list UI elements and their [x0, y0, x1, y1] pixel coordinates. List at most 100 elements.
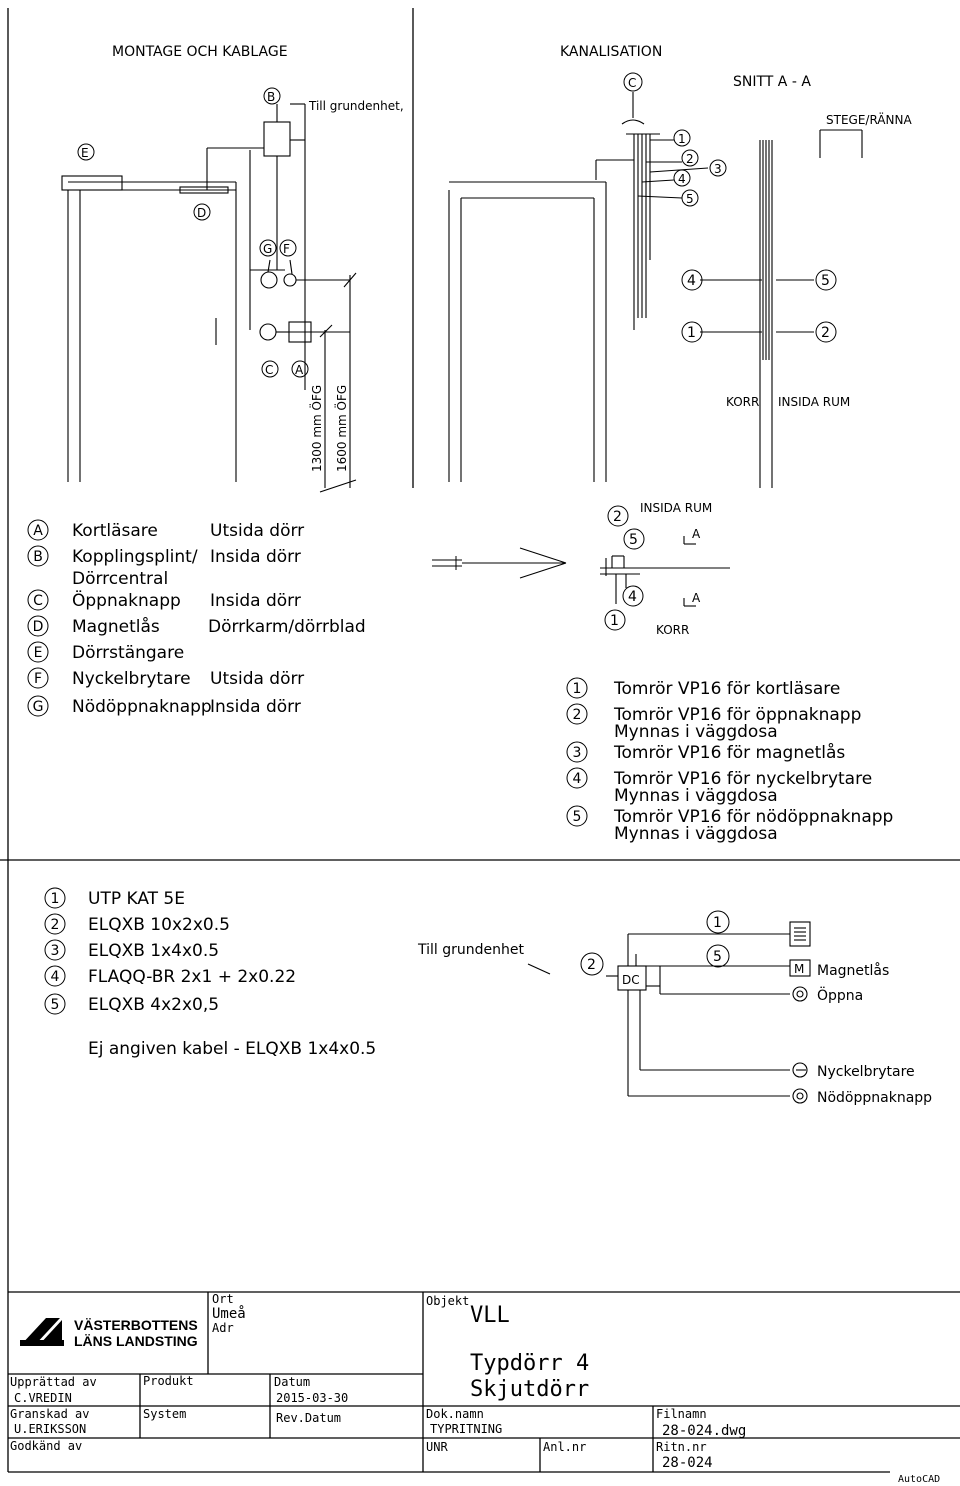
height-1600: 1600 mm ÖFG — [333, 385, 349, 472]
cable-text: UTP KAT 5E — [88, 889, 185, 909]
tag-c: C — [261, 360, 279, 378]
tube-text: Tomrör VP16 för kortläsare — [613, 679, 840, 699]
datum-value: 2015-03-30 — [276, 1391, 348, 1405]
cable-text: FLAQQ-BR 2x1 + 2x0.22 — [88, 967, 296, 987]
ort-label: Ort — [212, 1292, 234, 1306]
height-1300: 1300 mm ÖFG — [308, 385, 324, 472]
component-tag-text: D — [33, 619, 44, 635]
wiring-oppna: Öppna — [817, 986, 863, 1004]
svg-text:G: G — [263, 242, 272, 256]
component-name: Nyckelbrytare — [72, 669, 191, 689]
tube-number: 1 — [566, 677, 588, 699]
magnet-m: M — [794, 962, 804, 976]
svg-text:1: 1 — [610, 613, 619, 629]
wiring-labels: Till grundenhet 2 1 5 DC M Magnetlås Öpp… — [417, 910, 932, 1106]
component-place: Insida dörr — [210, 547, 301, 567]
montage-heading: MONTAGE OCH KABLAGE — [112, 44, 288, 60]
component-tag: B — [27, 545, 49, 567]
tube-number-text: 1 — [573, 681, 582, 697]
kanal-tube-2: 2 — [681, 149, 699, 167]
svg-text:5: 5 — [629, 532, 638, 548]
component-tag: C — [27, 589, 49, 611]
tag-g: G — [259, 239, 277, 257]
org-name-1: VÄSTERBOTTENS — [74, 1317, 198, 1333]
org-logo — [20, 1318, 64, 1346]
stege-label: STEGE/RÄNNA — [826, 112, 912, 127]
kanalisation-tags: C SNITT A - A STEGE/RÄNNA 1 2 3 4 5 4 5 … — [623, 72, 912, 409]
cable-number-text: 5 — [51, 997, 60, 1013]
cable-number-text: 3 — [51, 943, 60, 959]
wiring-cable-5: 5 — [706, 944, 730, 968]
section-tube-5: 5 — [815, 269, 837, 291]
section-insida-rum: INSIDA RUM — [778, 395, 850, 409]
svg-text:4: 4 — [687, 273, 696, 289]
cable-number: 1 — [44, 887, 66, 909]
kanalisation-elevation — [448, 92, 863, 488]
svg-text:3: 3 — [714, 162, 722, 176]
revdatum-label: Rev.Datum — [276, 1411, 341, 1425]
doknamn-value: TYPRITNING — [430, 1422, 502, 1436]
plan-view-labels: INSIDA RUM 2 5 4 1 A A KORR — [604, 501, 712, 637]
datum-label: Datum — [274, 1375, 310, 1389]
objekt-label: Objekt — [426, 1294, 469, 1308]
plan-view — [600, 536, 730, 607]
tube-number: 3 — [566, 741, 588, 763]
autocad-label: AutoCAD — [898, 1474, 940, 1485]
filnamn-value: 28-024.dwg — [662, 1423, 746, 1439]
tube-row: 3 Tomrör VP16 för magnetlås — [566, 741, 845, 763]
svg-text:4: 4 — [678, 172, 686, 186]
plan-insida-rum: INSIDA RUM — [640, 501, 712, 515]
wiring-nodoppnaknapp: Nödöppnaknapp — [817, 1090, 932, 1106]
granskad-value: U.ERIKSSON — [14, 1422, 86, 1436]
ritnr-label: Ritn.nr — [656, 1440, 707, 1454]
svg-text:2: 2 — [686, 152, 694, 166]
component-tag: A — [27, 519, 49, 541]
filnamn-label: Filnamn — [656, 1407, 707, 1421]
section-tube-2: 2 — [815, 321, 837, 343]
component-tag-text: B — [33, 549, 43, 565]
tube-number: 5 — [566, 805, 588, 827]
adr-label: Adr — [212, 1321, 234, 1335]
objekt-value: VLL — [470, 1303, 510, 1328]
tube-text: Tomrör VP16 för magnetlås — [613, 742, 845, 763]
kanal-tag-c: C — [623, 72, 643, 92]
svg-text:2: 2 — [613, 509, 622, 525]
sheet-frame — [0, 8, 960, 1472]
component-tag: D — [27, 615, 49, 637]
kanal-tube-1: 1 — [673, 129, 691, 147]
component-name: Magnetlås — [72, 616, 160, 637]
godkand-label: Godkänd av — [10, 1439, 82, 1453]
cable-text: ELQXB 10x2x0.5 — [88, 915, 230, 935]
tube-number: 4 — [566, 767, 588, 789]
tag-f: F — [279, 239, 297, 257]
plan-a-bottom: A — [692, 591, 701, 605]
plan-tube-4: 4 — [622, 585, 644, 607]
component-name: Öppnaknapp — [72, 589, 181, 611]
tube-number-text: 5 — [573, 809, 582, 825]
cable-text: ELQXB 4x2x0,5 — [88, 995, 219, 1015]
component-tag: F — [27, 667, 49, 689]
cable-row: 1 UTP KAT 5E — [44, 887, 185, 909]
kanal-tube-3: 3 — [709, 159, 727, 177]
component-name: Kopplingsplint/ — [72, 547, 198, 567]
svg-text:1: 1 — [713, 915, 722, 931]
tube-text: Tomrör VP16 för nödöppnaknapp — [613, 807, 893, 827]
section-tube-1: 1 — [681, 321, 703, 343]
component-tag: E — [27, 641, 49, 663]
component-tag-text: C — [33, 593, 43, 609]
tube-sub: Mynnas i väggdosa — [614, 824, 778, 844]
title-block-lines — [8, 1291, 960, 1473]
